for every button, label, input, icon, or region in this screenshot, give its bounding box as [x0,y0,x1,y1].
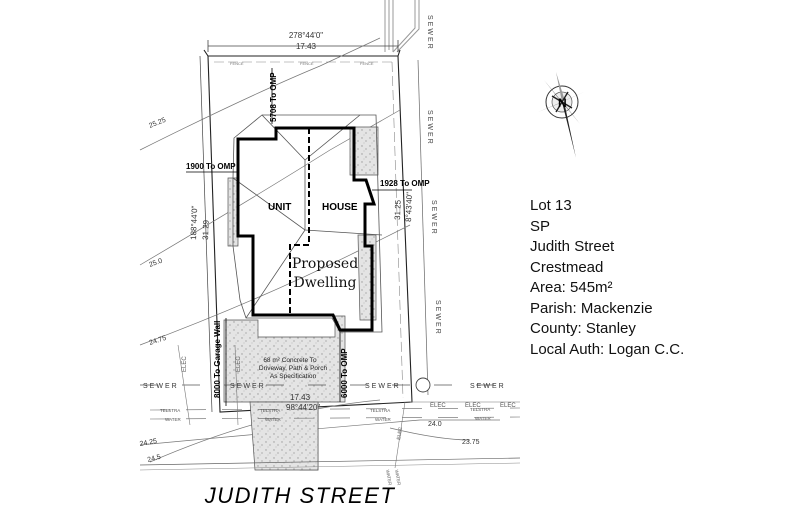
fence-label: FENCE [230,61,244,66]
left-setback-label: 1900 To OMP [186,162,236,171]
water-label: WATER [475,416,491,421]
left-dimension [199,55,213,413]
parish: Parish: Mackenzie [530,299,653,317]
telstra-label: TELSTRA [370,408,390,413]
right-setback-label: 1928 To OMP [380,179,430,188]
lot-number: Lot 13 [530,197,572,214]
sewer-label: SEWER [230,383,266,390]
water-label: WATER [394,469,402,486]
local-authority: Local Auth: Logan C.C. [530,340,685,358]
left-bearing: 188°44'0" [189,205,199,240]
right-length: 31.25 [393,199,403,220]
contour-label: 24.5 [147,454,162,464]
party-wall [289,128,310,315]
sewer-label: SEWER [426,110,433,146]
street-name: JUDITH STREET [204,483,396,508]
street: Judith Street [530,238,615,255]
house-label: HOUSE [322,202,358,213]
water-label: WATER [385,469,393,486]
garage-setback-label: 8000 To Garage Wall [213,321,222,398]
suburb: Crestmead [530,258,604,276]
fence-label: FENCE [360,61,374,66]
water-line [149,416,521,420]
sewer-label: SEWER [426,15,433,51]
unit-label: UNIT [268,202,291,213]
adjoining-boundary [384,0,420,53]
proposed-label: Dwelling [294,275,357,291]
elec-label: ELEC [500,403,516,409]
bottom-length: 17.43 [290,393,311,402]
front-setback-label: 6000 To OMP [340,348,349,398]
elec-label: ELEC [430,403,446,409]
water-label: WATER [375,417,391,422]
elec-label: ELEC [182,356,188,372]
right-bearing: 8°43'40" [404,192,414,222]
kerb-line [139,462,521,471]
rear-setback-label: 5708 To OMP [269,72,278,122]
contour-label: 23.75 [462,439,480,446]
concrete-note: Driveway, Path & Porch [259,365,328,372]
dwelling-walls [236,126,377,332]
north-label: N [558,96,567,110]
contour-label: 24.25 [139,438,158,448]
bottom-bearing: 98°44'20" [286,403,320,412]
elec-lines [177,344,520,469]
top-dimension [207,40,399,52]
contour-label: 25.25 [148,117,167,130]
telstra-label: TELSTRA [260,408,280,413]
plan-type: SP [530,217,551,235]
sewer-line-right [417,59,429,396]
water-label: WATER [165,417,181,422]
concrete-note: 68 m² Concrete To [263,357,317,364]
kerb-line [139,457,521,466]
county: County: Stanley [530,320,636,337]
concrete-note: As Specification [270,373,317,380]
elec-label: ELEC [465,403,481,409]
sewer-label: SEWER [430,200,437,236]
contour-label: 25.0 [148,258,163,269]
fence-line [214,61,404,399]
elec-label: ELEC [396,426,404,440]
elec-label: ELEC [236,356,242,372]
sewer-label: SEWER [143,383,179,390]
left-length: 31.29 [201,219,211,240]
north-compass [538,72,584,158]
fence-label: FENCE [300,61,314,66]
top-length: 17.43 [296,42,317,51]
top-bearing: 278°44'0" [289,31,323,40]
area: Area: 545m² [530,279,613,296]
sewer-label: SEWER [434,300,441,336]
contour-label: 24.75 [148,335,167,347]
telstra-line [149,407,521,411]
water-label: WATER [265,417,281,422]
sewer-label: SEWER [470,383,506,390]
telstra-label: TELSTRA [470,407,490,412]
contour-label: 24.0 [428,421,442,428]
telstra-label: TELSTRA [160,408,180,413]
lot-details: Lot 13 SP Judith Street Crestmead Area: … [530,196,684,360]
manhole [415,377,431,393]
sewer-label: SEWER [365,383,401,390]
proposed-label: Proposed [292,256,358,272]
